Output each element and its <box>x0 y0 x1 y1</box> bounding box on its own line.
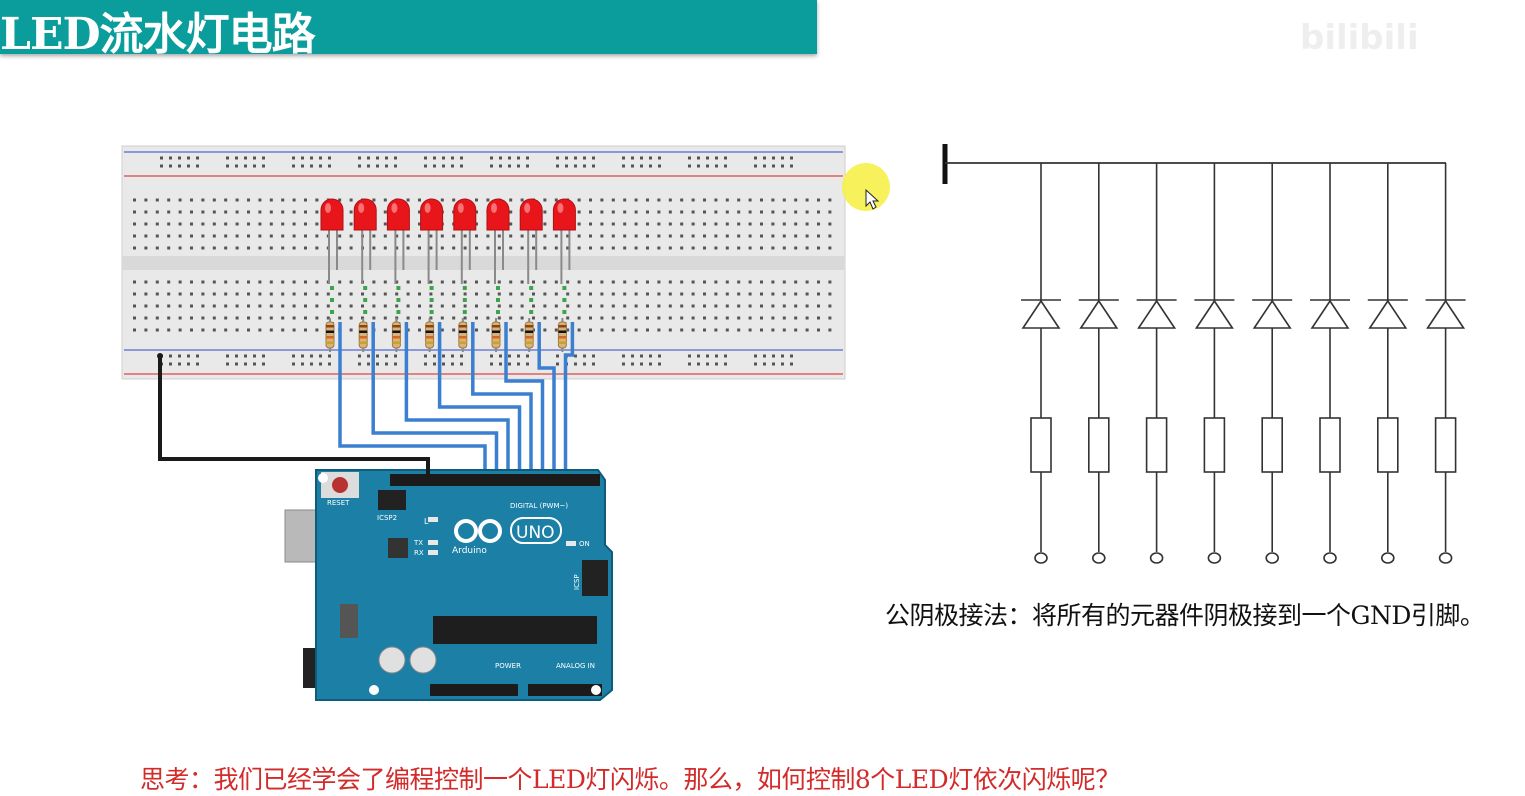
resistor-symbol <box>1145 417 1168 473</box>
schematic-branch <box>1310 163 1350 564</box>
signal-wire <box>504 322 545 478</box>
icsp2-header <box>378 490 406 510</box>
signal-wire <box>471 322 533 478</box>
led-row <box>320 198 576 352</box>
icsp-header <box>582 560 608 596</box>
gnd-wire <box>158 356 430 478</box>
on-label: ON <box>579 540 590 548</box>
signal-wire <box>404 322 510 478</box>
analog-header <box>528 684 602 696</box>
icsp-label: ICSP <box>573 574 581 590</box>
resistor-symbol <box>1434 417 1457 473</box>
voltage-regulator <box>340 604 358 638</box>
schematic-branch <box>1136 163 1177 564</box>
schematic-branch <box>1078 163 1119 564</box>
signal-wire <box>338 322 487 478</box>
diode-symbol <box>1426 299 1466 329</box>
digital-header <box>390 474 600 486</box>
diode-symbol <box>1079 299 1119 329</box>
resistor-symbol <box>1261 417 1283 473</box>
led <box>453 198 477 231</box>
common-cathode-caption: 公阴极接法：将所有的元器件阴极接到一个GND引脚。 <box>885 601 1485 630</box>
led <box>320 198 344 231</box>
schematic <box>942 144 1466 564</box>
cursor-icon <box>865 188 880 210</box>
digital-label: DIGITAL (PWM~) <box>510 502 568 510</box>
capacitor-1 <box>378 646 406 674</box>
signal-wire <box>537 322 556 478</box>
usb-chip <box>388 538 408 558</box>
tx-label: TX <box>413 539 423 547</box>
l-led-label: L <box>424 517 429 526</box>
reset-button-cap <box>332 477 348 493</box>
schematic-branch <box>1425 163 1466 564</box>
resistor-symbol <box>1319 417 1341 473</box>
diode-symbol <box>1252 299 1292 329</box>
resistor-symbol <box>1030 417 1052 473</box>
resistor-symbol <box>1203 417 1226 473</box>
schematic-branch <box>1021 163 1061 564</box>
power-label: POWER <box>495 662 521 670</box>
analog-label: ANALOG IN <box>556 662 595 670</box>
diode-symbol <box>1368 299 1408 329</box>
signal-wire <box>437 322 522 478</box>
title-bar: LED流水灯电路 <box>0 0 817 60</box>
signal-wire <box>563 322 575 478</box>
uno-logo-text: UNO <box>516 523 555 543</box>
led <box>420 198 444 231</box>
led <box>353 198 377 231</box>
led <box>519 198 543 231</box>
schematic-branch <box>1252 163 1293 564</box>
resistor-symbol <box>1377 417 1399 473</box>
rx-label: RX <box>414 549 424 557</box>
icsp2-label: ICSP2 <box>377 514 397 522</box>
schematic-branches <box>1021 163 1466 564</box>
thinking-question: 思考：我们已经学会了编程控制一个LED灯闪烁。那么，如何控制8个LED灯依次闪烁… <box>140 765 1120 794</box>
arduino-logo: UNO Arduino <box>452 517 562 556</box>
diode-symbol <box>1021 299 1061 329</box>
diode-symbol <box>1310 299 1350 329</box>
led <box>486 198 510 231</box>
page-title: LED流水灯电路 <box>0 9 316 60</box>
arduino-brand-text: Arduino <box>452 546 487 556</box>
reset-label: RESET <box>327 499 350 507</box>
led <box>386 198 410 231</box>
capacitor-2 <box>409 646 437 674</box>
bilibili-watermark: bilibili <box>1300 18 1419 58</box>
led <box>552 198 576 231</box>
diode-symbol <box>1137 299 1177 329</box>
breadboard <box>121 145 846 380</box>
resistor-symbol <box>1088 417 1110 473</box>
power-header <box>430 684 518 696</box>
signal-wire <box>371 322 499 478</box>
arduino-uno-board: RESET ICSP2 DIGITAL (PWM~) L TX RX UNO A… <box>284 469 613 701</box>
diode-symbol <box>1194 299 1234 329</box>
schematic-branch <box>1194 163 1235 564</box>
cursor-highlight <box>842 163 890 211</box>
atmega-chip <box>433 616 597 644</box>
wires <box>338 322 575 478</box>
schematic-branch <box>1367 163 1408 564</box>
